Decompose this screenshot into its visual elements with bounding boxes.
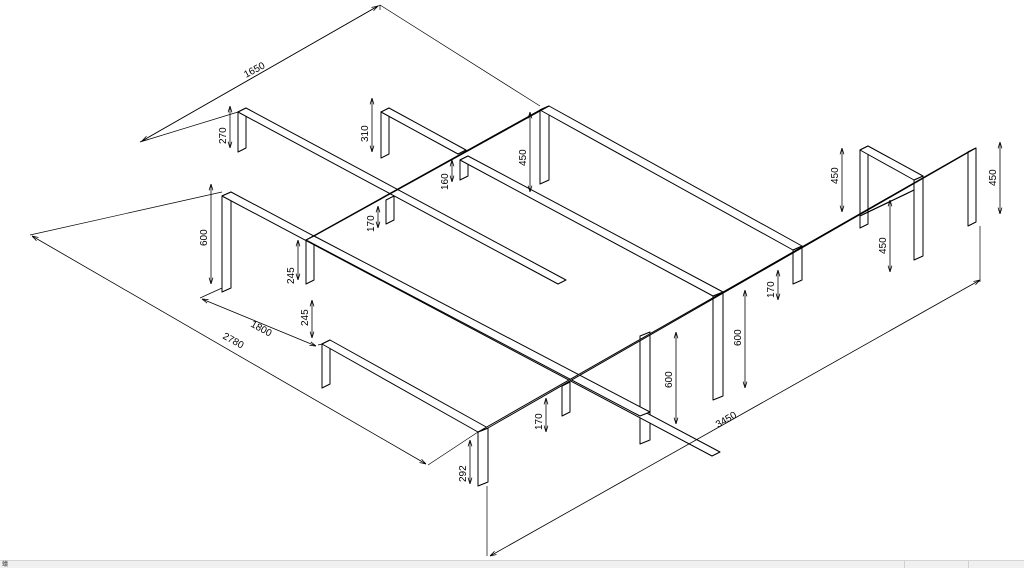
dim-post-p: 292 [458,465,469,482]
frame-structure [221,105,977,487]
dim-top-width: 1650 [242,60,267,80]
beam-middle-long [459,155,724,297]
dim-post-e: 170 [366,215,377,232]
dim-post-g: 245 [286,267,297,284]
post-right-tall [712,291,724,401]
dim-depth-total: 2780 [221,331,246,352]
beam-cross-1 [305,105,550,241]
post-far-right-b [913,175,924,261]
dim-post-h: 245 [300,309,311,326]
status-separator [904,561,905,568]
dim-post-j: 450 [878,237,889,254]
post-left-tall [221,191,232,293]
dim-length-total: 3450 [714,410,739,431]
post-front-tall [639,331,651,445]
dim-post-a: 270 [218,127,229,144]
dimension-labels: 1650 2780 1800 3450 270 310 450 160 170 … [199,60,999,482]
dim-post-i: 450 [830,167,841,184]
dim-post-m: 600 [733,329,744,346]
post-center-short [385,195,395,225]
dimension-lines [29,4,1000,556]
beam-front-long [477,147,977,433]
post-front-corner [477,427,489,487]
beam-inner-long [305,235,651,417]
post-front-mid [561,381,571,417]
dim-post-d: 160 [440,173,451,190]
beam-back-left [237,107,567,285]
dim-post-b: 310 [360,125,371,142]
status-bar: 蟻 [0,560,1024,568]
beam-right-top [859,145,924,181]
dim-post-k: 450 [988,169,999,186]
dim-post-f: 600 [199,229,210,246]
status-glyph: 蟻 [2,561,9,568]
post-far-right-c [967,147,977,227]
dim-depth-partial: 1800 [249,319,274,340]
post-back-top [539,105,550,185]
status-separator [968,561,969,568]
dim-post-c: 450 [518,149,529,166]
dim-post-n: 600 [664,371,675,388]
dim-post-o: 170 [534,413,545,430]
beam-back-right [539,105,803,251]
beam-back-mid [380,107,467,155]
dim-post-l: 170 [766,281,777,298]
